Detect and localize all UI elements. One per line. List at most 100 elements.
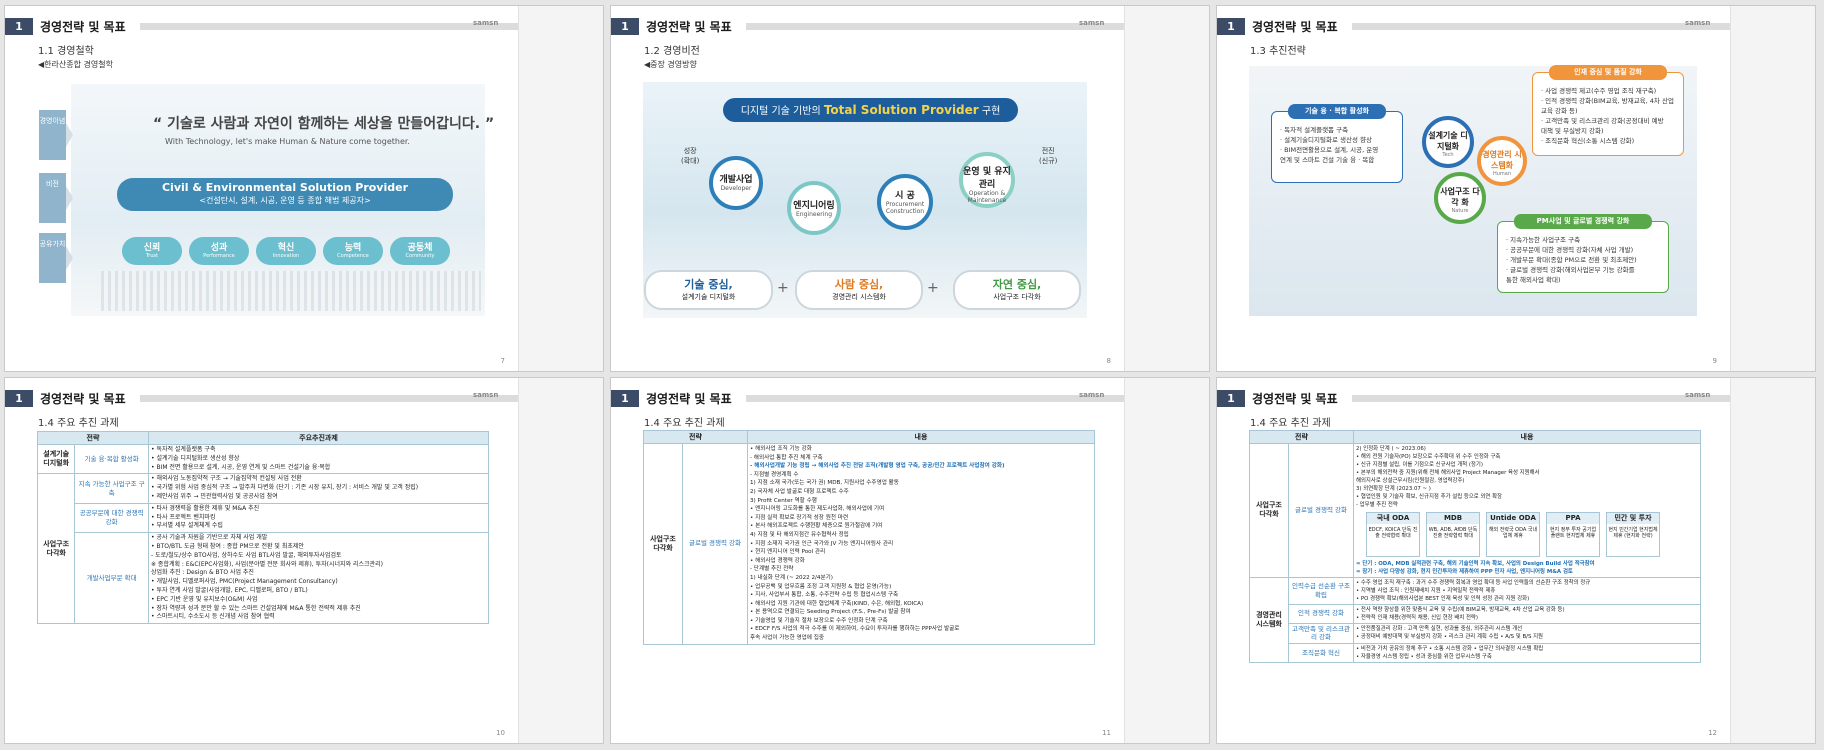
banner-text-post: 구현 (979, 106, 1001, 117)
card-item: · 글로벌 경쟁력 강화(해외사업본부 기능 강화를 (1506, 265, 1663, 275)
slide-8[interactable]: 1 경영전략 및 목표 samsn 1.2 경영비전 ◀중장 경영방향 디지털 … (610, 5, 1210, 372)
task-group-cell: 조직문화 혁신 (1289, 644, 1354, 663)
slide-side-margin (1124, 378, 1209, 743)
ring-english: Human (1481, 171, 1523, 177)
content-line: • 현지 엔지니어 인력 Pool 관리 (750, 548, 1092, 557)
task-item: • 부서별 세부 설계체계 수립 (151, 522, 486, 531)
card-item: · 조직문화 혁신(소통 시스템 강화) (1541, 136, 1678, 146)
value-english: Innovation (256, 253, 316, 259)
slide-7[interactable]: 1 경영전략 및 목표 samsn 1.1 경영철학 ◀한라산종합 경영철학 경… (4, 5, 604, 372)
task-item: • 제안사업 위주 → 민관협력사업 및 공공사업 참여 (151, 493, 486, 502)
human-focus-box: 사람 중심,경영관리 시스템화 (795, 270, 923, 310)
title-rule (140, 23, 518, 30)
page-number: 8 (1107, 357, 1111, 365)
task-group-cell: 기술 융·복합 활성화 (75, 445, 149, 474)
content-line: • 신규 지점별 설립, 이를 기점으로 신규사업 개척 (정기) (1356, 461, 1698, 469)
task-group-cell: 인력수급 선순환 구조 확립 (1289, 577, 1354, 604)
card-header: 인재 중심 및 품질 강화 (1549, 65, 1667, 80)
brand-logo: samsn (1685, 19, 1710, 27)
oda-desc: WB, ADB, AfDB 단독 진출 전략협력 확대 (1427, 524, 1479, 556)
page-number: 11 (1102, 729, 1111, 737)
section-number: 1 (5, 18, 33, 35)
ring-english: Tech (1426, 152, 1470, 158)
slide-side-margin (518, 378, 603, 743)
tab-arrow (66, 186, 73, 210)
content-line: • 해외사업 경쟁력 강화 (750, 557, 1092, 566)
content-line: • 공정대비 예방대책 및 부실방지 강화 • 리스크 관리 계획 수립 • A… (1356, 633, 1698, 641)
city-skyline-graphic (101, 271, 481, 311)
section-title: 경영전략 및 목표 (646, 390, 732, 407)
card-item: · 고객만족 및 리스크관리 강화(공정대비 예방 (1541, 116, 1678, 126)
content-line: - 해외사업 통합 추진 체계 구축 (750, 454, 1092, 463)
slide-9[interactable]: 1 경영전략 및 목표 samsn 1.3 추진전략 기술 융 · 복합 활성화… (1216, 5, 1816, 372)
content-line: - 해외사업개발 기능 정립 → 해외사업 추진 전담 조직(개발형 영업 구축… (750, 462, 1092, 471)
content-cell: • 해외사업 조직 기능 강화 - 해외사업 통합 추진 체계 구축 - 해외사… (748, 444, 1095, 645)
content-line: 3) 외연확장 단계 (2023.07 ~ ) (1356, 485, 1698, 493)
pm-card: PM사업 및 글로벌 경쟁력 강화 · 지속가능한 사업구조 구축 · 공공부문… (1497, 221, 1669, 293)
slide-side-margin (1730, 378, 1815, 743)
card-item: 교육 강화 등) (1541, 106, 1678, 116)
content-cell: • 비전과 가치 공유의 정체 추구 • 소통 시스템 강화 • 업무간 의사결… (1354, 644, 1701, 663)
page-number: 12 (1708, 729, 1717, 737)
ring-label: 설계기술 디지털화 (1426, 130, 1470, 152)
focus-label: 자연 중심, (955, 276, 1079, 292)
title-rule (1352, 23, 1730, 30)
brand-logo: samsn (1079, 19, 1104, 27)
card-item: · BIM전면활용으로 설계, 시공, 운영 (1280, 145, 1397, 155)
tech-card: 기술 융 · 복합 활성화 · 독자적 설계플랫폼 구축 · 설계기술디지털화로… (1271, 111, 1403, 183)
page-number: 9 (1713, 357, 1717, 365)
card-header: 기술 융 · 복합 활성화 (1288, 104, 1386, 119)
ring-english: Nature (1438, 208, 1482, 214)
focus-label: 기술 중심, (646, 276, 771, 292)
content-line: • 해외사업 조직 기능 강화 (750, 445, 1092, 454)
content-line: - 업무별 추진 전략 (1356, 501, 1698, 509)
slide-subtitle: 1.4 주요 추진 과제 (38, 414, 119, 429)
oda-desc: 해외 전략국 ODA 국내업체 제휴 (1487, 524, 1539, 556)
task-group-cell: 개발사업부문 확대 (75, 533, 149, 624)
strategy-cell: 경영관리 시스템화 (1250, 577, 1289, 663)
col-header: 내용 (748, 431, 1095, 444)
section-number: 1 (1217, 390, 1245, 407)
task-items-cell: • 공사 기술과 자원을 기반으로 자체 사업 개발 • BTO/BTL 도급 … (149, 533, 489, 624)
value-label: 능력 (323, 240, 383, 253)
task-item: • BTO/BTL 도급 형태 참여 : 종합 PM으로 전환 및 최초제안 (151, 543, 486, 552)
tab-arrow (66, 123, 73, 147)
task-items-cell: • 독자적 설계플랫폼 구축 • 설계기술 디지털화로 생산성 향상 • BIM… (149, 445, 489, 474)
focus-desc: 경영관리 시스템화 (797, 292, 921, 302)
content-line: • PO 경쟁력 확보(해외사업분 BEST 인재 육성 및 인력 성정 관리 … (1356, 595, 1698, 603)
circle-english: Procurement Construction (881, 201, 929, 215)
content-line: • 기술영업 및 기술지 절차 보장으로 수주 인정화 단계 구축 (750, 617, 1092, 626)
content-line: • 업무공백 및 업무흐름 조정 고객 지원청 & 협업 운영(가능) (750, 583, 1092, 592)
content-line: • 지역별 사업 조직 : 인원재배치 지원 • 지역밀착 전략적 제휴 (1356, 587, 1698, 595)
task-items-cell: • 타사 경쟁력을 활용한 제휴 및 M&A 추진 • 타사 프로젝트 벤치마킹… (149, 503, 489, 532)
content-line: 4) 지점 및 타 해외지점간 유수협력사 정립 (750, 531, 1092, 540)
section-number: 1 (611, 390, 639, 407)
card-item: · 공공부문에 대한 경쟁력 강화(자체 사업 개발) (1506, 245, 1663, 255)
task-item: • 독자적 설계플랫폼 구축 (151, 446, 486, 455)
content-line: • 엔지니어링 고도화를 통한 제도사업화, 해외사업에 기여 (750, 505, 1092, 514)
card-header: PM사업 및 글로벌 경쟁력 강화 (1514, 214, 1652, 229)
hr-card: 인재 중심 및 품질 강화 · 사업 경쟁력 제고(수주 영업 조직 재구축) … (1532, 72, 1684, 156)
oda-desc: 현지 민간기업 현지법체 제휴 (현지화 전략) (1607, 524, 1659, 556)
brand-logo: samsn (473, 19, 498, 27)
content-line: - 지점별 경영계획 수 (750, 471, 1092, 480)
task-item: • 타사 경쟁력을 활용한 제휴 및 M&A 추진 (151, 505, 486, 514)
card-item: 연계 및 스마트 건설 기술 융 · 복합 (1280, 155, 1397, 165)
task-group-cell: 글로벌 경쟁력 강화 (683, 444, 748, 645)
content-line: • 지점 실적 확보로 장기적 성장 원천 마련 (750, 514, 1092, 523)
oda-title: Untide ODA (1487, 513, 1539, 524)
section-title: 경영전략 및 목표 (40, 390, 126, 407)
growth-label: 성장 (확대) (681, 146, 699, 166)
circle-label: 시 공 (881, 188, 929, 201)
